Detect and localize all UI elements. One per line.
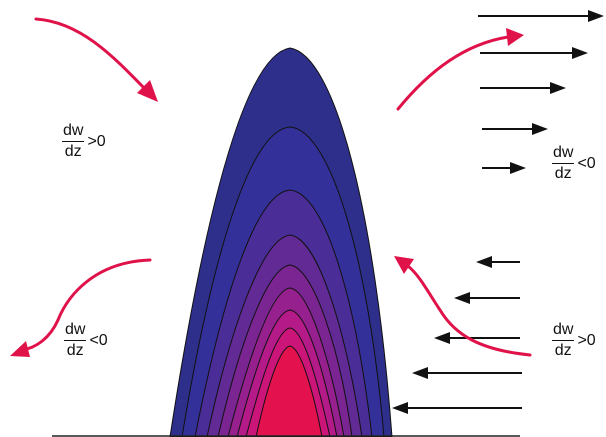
plume-contour-9 xyxy=(255,345,323,437)
curved-arrow-icon xyxy=(34,17,158,102)
label-relation: >0 xyxy=(577,331,596,349)
label-denominator: dz xyxy=(554,342,572,359)
curved-arrow-icon xyxy=(10,258,152,357)
label-relation: >0 xyxy=(87,132,106,150)
arrow-right-icon xyxy=(482,123,548,135)
label-numerator: dw xyxy=(552,322,575,341)
arrow-right-icon xyxy=(482,162,526,174)
label-numerator: dw xyxy=(552,145,575,164)
arrow-right-icon xyxy=(480,82,566,94)
arrow-left-icon xyxy=(454,292,520,304)
arrow-left-icon xyxy=(434,332,520,344)
label-denominator: dz xyxy=(64,143,82,160)
curved-arrow-icon xyxy=(396,28,524,111)
curved-arrows xyxy=(10,17,532,357)
arrow-right-icon xyxy=(480,47,588,59)
label-denominator: dz xyxy=(66,342,84,359)
arrow-left-icon xyxy=(392,402,522,414)
arrow-left-icon xyxy=(412,367,522,379)
label-lower-left: dw dz <0 xyxy=(64,322,108,359)
arrow-right-icon xyxy=(478,10,604,22)
plume xyxy=(169,47,393,437)
label-relation: <0 xyxy=(89,331,108,349)
label-lower-right: dw dz >0 xyxy=(552,322,596,359)
right-arrows xyxy=(392,10,604,414)
label-denominator: dz xyxy=(554,165,572,182)
label-relation: <0 xyxy=(577,154,596,172)
arrow-left-icon xyxy=(476,256,520,268)
label-upper-left: dw dz >0 xyxy=(62,123,106,160)
label-numerator: dw xyxy=(64,322,87,341)
curved-arrow-icon xyxy=(394,256,532,357)
label-upper-right: dw dz <0 xyxy=(552,145,596,182)
label-numerator: dw xyxy=(62,123,85,142)
